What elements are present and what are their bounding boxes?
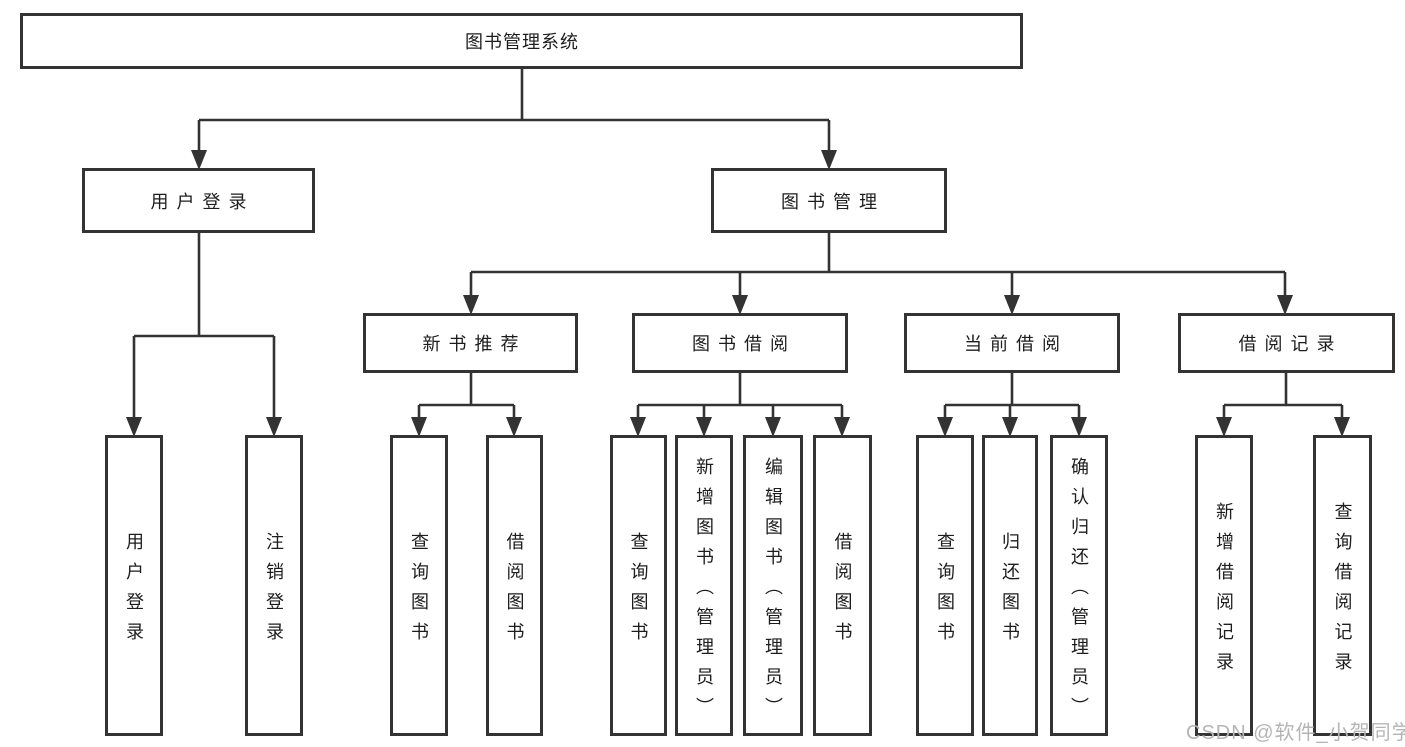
leaf-records-add-borrow-record: 新增借阅记录 xyxy=(1195,435,1253,736)
leaf-logout: 注销登录 xyxy=(245,435,303,736)
leaf-borrow-add-books-admin: 新增图书（管理员） xyxy=(675,435,733,736)
node-label: 图书管理系统 xyxy=(465,32,579,52)
node-label: 查询图书 xyxy=(935,531,955,652)
node-book-borrow: 图书借阅 xyxy=(632,313,848,373)
node-label: 用户登录 xyxy=(150,191,255,212)
node-user-login: 用户登录 xyxy=(82,168,315,233)
node-label: 新书推荐 xyxy=(422,334,527,354)
leaf-recommend-borrow-books: 借阅图书 xyxy=(486,435,543,736)
leaf-borrow-query-books: 查询图书 xyxy=(610,435,667,736)
node-label: 图书借阅 xyxy=(692,334,796,354)
node-label: 图书管理 xyxy=(781,191,885,212)
node-new-book-recommend: 新书推荐 xyxy=(363,313,578,373)
csdn-watermark: CSDN @软件_小贺同学 xyxy=(1186,722,1405,744)
node-label: 确认归还（管理员） xyxy=(1069,456,1089,727)
leaf-borrow-borrow-books: 借阅图书 xyxy=(813,435,872,736)
node-label: 用户登录 xyxy=(124,531,144,652)
node-label: 借阅记录 xyxy=(1238,334,1343,354)
node-label: 新增借阅记录 xyxy=(1214,501,1234,682)
leaf-borrow-edit-books-admin: 编辑图书（管理员） xyxy=(743,435,803,736)
node-label: 新增图书（管理员） xyxy=(694,456,714,727)
node-current-borrow: 当前借阅 xyxy=(904,313,1120,373)
node-label: 归还图书 xyxy=(1000,531,1020,652)
node-library-management-system: 图书管理系统 xyxy=(20,13,1023,69)
node-borrow-records: 借阅记录 xyxy=(1178,313,1395,373)
leaf-current-return-books: 归还图书 xyxy=(982,435,1038,736)
leaf-records-query-borrow-record: 查询借阅记录 xyxy=(1313,435,1372,736)
node-label: 编辑图书（管理员） xyxy=(763,456,783,727)
node-label: 当前借阅 xyxy=(964,334,1068,354)
node-label: 注销登录 xyxy=(264,531,284,652)
leaf-recommend-query-books: 查询图书 xyxy=(390,435,448,736)
node-label: 查询图书 xyxy=(409,531,429,652)
leaf-user-login: 用户登录 xyxy=(105,435,163,736)
node-label: 借阅图书 xyxy=(504,531,525,652)
node-label: 查询借阅记录 xyxy=(1332,501,1353,682)
node-label: 查询图书 xyxy=(628,531,649,652)
node-label: 借阅图书 xyxy=(832,531,853,652)
leaf-current-query-books: 查询图书 xyxy=(916,435,974,736)
leaf-current-confirm-return-admin: 确认归还（管理员） xyxy=(1050,435,1108,736)
node-book-management: 图书管理 xyxy=(711,168,947,233)
